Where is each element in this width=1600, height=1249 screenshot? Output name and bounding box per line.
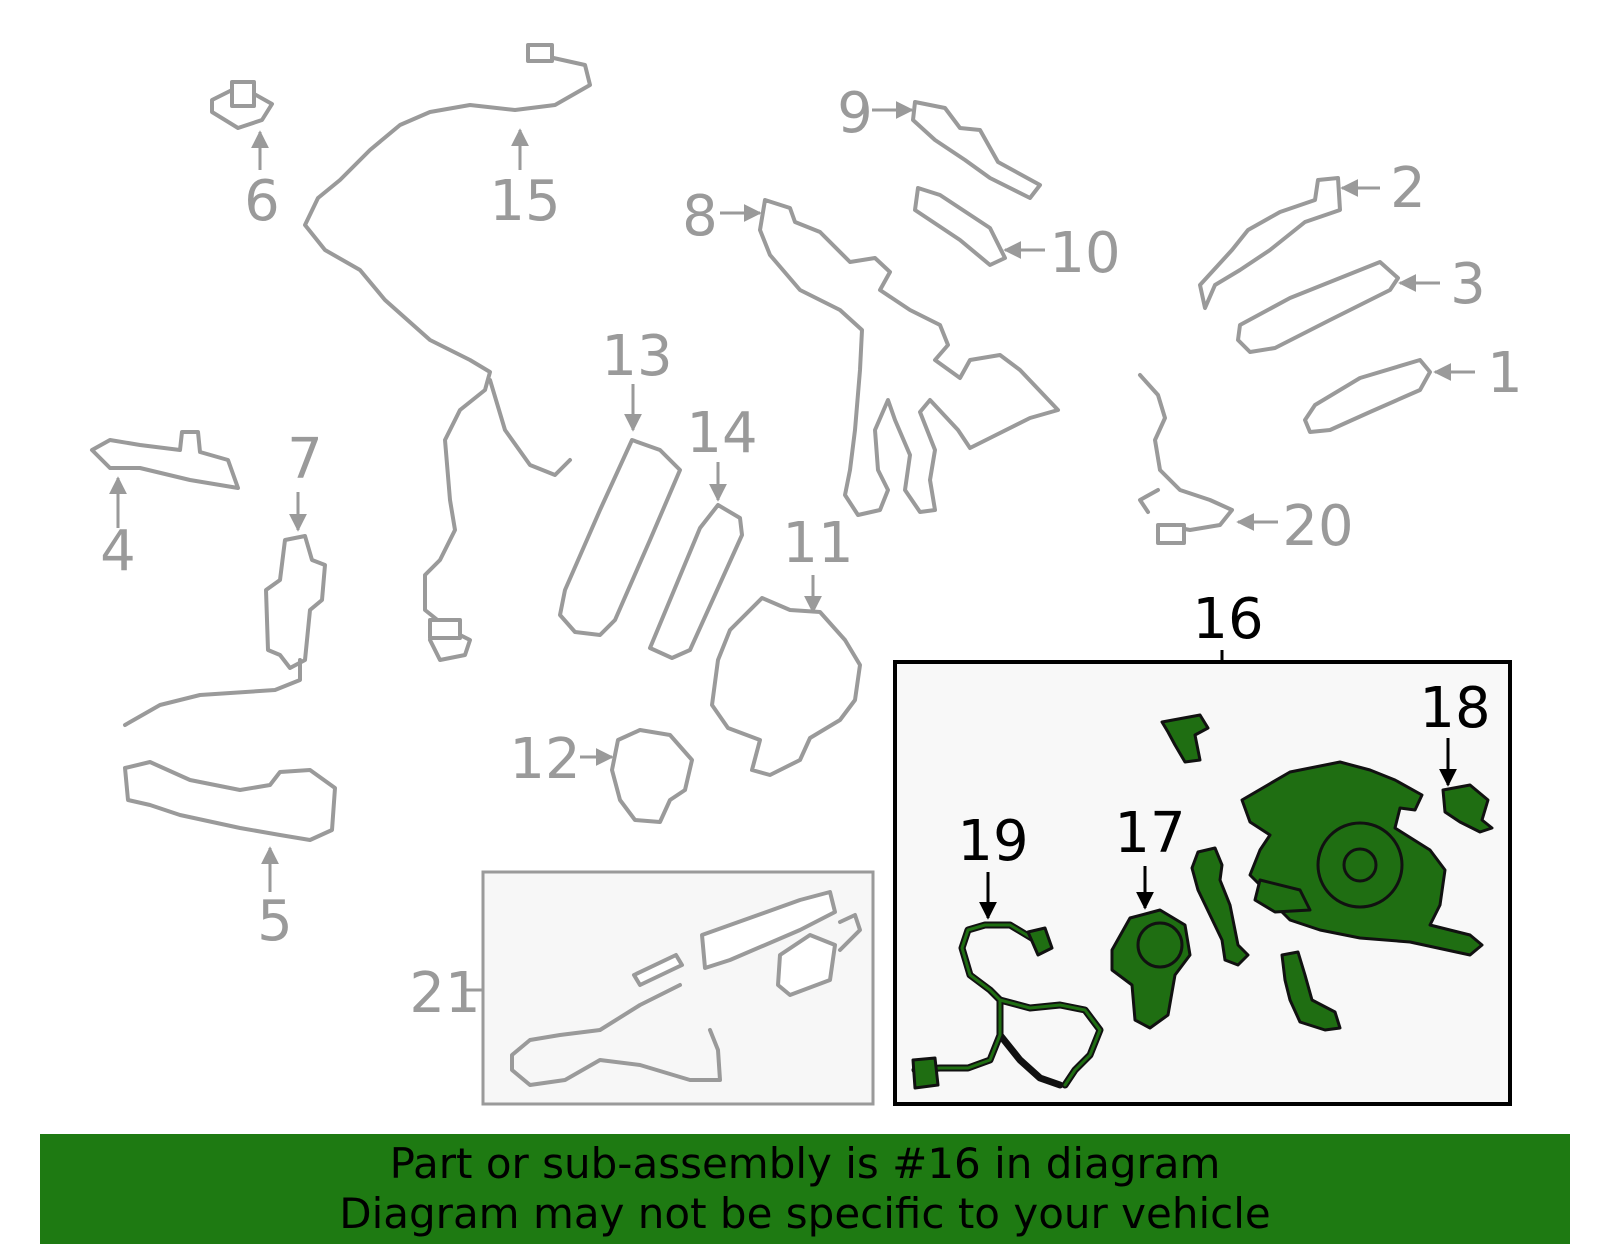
part-16-motor-assembly (1240, 760, 1484, 957)
part-8-frame (758, 198, 1060, 517)
callout-14: 14 (686, 401, 757, 466)
callout-6: 6 (244, 169, 280, 234)
part-4-bracket (90, 430, 240, 490)
callout-2: 2 (1390, 156, 1426, 221)
part-9-strip (911, 100, 1042, 200)
callout-20: 20 (1282, 494, 1353, 559)
callout-9: 9 (837, 81, 873, 146)
callout-13: 13 (601, 324, 672, 389)
part-3-trim (1236, 260, 1400, 354)
callout-17: 17 (1114, 801, 1185, 866)
part-1-trim (1303, 358, 1432, 434)
part-6-bracket (210, 80, 274, 130)
part-14-seal-strip (648, 503, 744, 660)
callout-15: 15 (489, 169, 560, 234)
part-7-latch-cable (123, 534, 327, 727)
banner-line-1: Part or sub-assembly is #16 in diagram (389, 1139, 1221, 1188)
part-20-harness (1138, 373, 1234, 545)
part-16-lower-bracket (1280, 950, 1342, 1032)
part-2-bracket (1198, 176, 1342, 310)
part-18-bracket (1441, 783, 1494, 834)
callout-11: 11 (782, 511, 853, 576)
banner-line-2: Diagram may not be specific to your vehi… (339, 1189, 1271, 1238)
callout-8: 8 (682, 184, 718, 249)
callout-3: 3 (1450, 252, 1486, 317)
callout-21: 21 (409, 961, 480, 1026)
callout-10: 10 (1049, 221, 1120, 286)
part-11-latch-bracket (710, 596, 862, 777)
part-19-harness (911, 921, 1104, 1090)
callout-19: 19 (957, 809, 1028, 874)
part-13-trim-panel (558, 438, 682, 637)
part-10-strip (913, 186, 1007, 267)
part-16-clip (1160, 713, 1210, 764)
callout-4: 4 (100, 519, 136, 584)
part-17-motor (1110, 908, 1192, 1030)
callout-16: 16 (1192, 587, 1263, 652)
part-16-link-arm (1190, 846, 1250, 967)
callout-7: 7 (287, 427, 323, 492)
callout-1: 1 (1487, 341, 1523, 406)
part-15-wiring-harness (303, 43, 592, 662)
callout-5: 5 (257, 889, 293, 954)
callout-12: 12 (509, 727, 580, 792)
part-12-actuator (610, 728, 694, 824)
part-5-bracket (123, 760, 337, 842)
callout-18: 18 (1419, 676, 1490, 741)
info-banner: Part or sub-assembly is #16 in diagram D… (40, 1134, 1570, 1244)
part-21-box (481, 870, 875, 1106)
